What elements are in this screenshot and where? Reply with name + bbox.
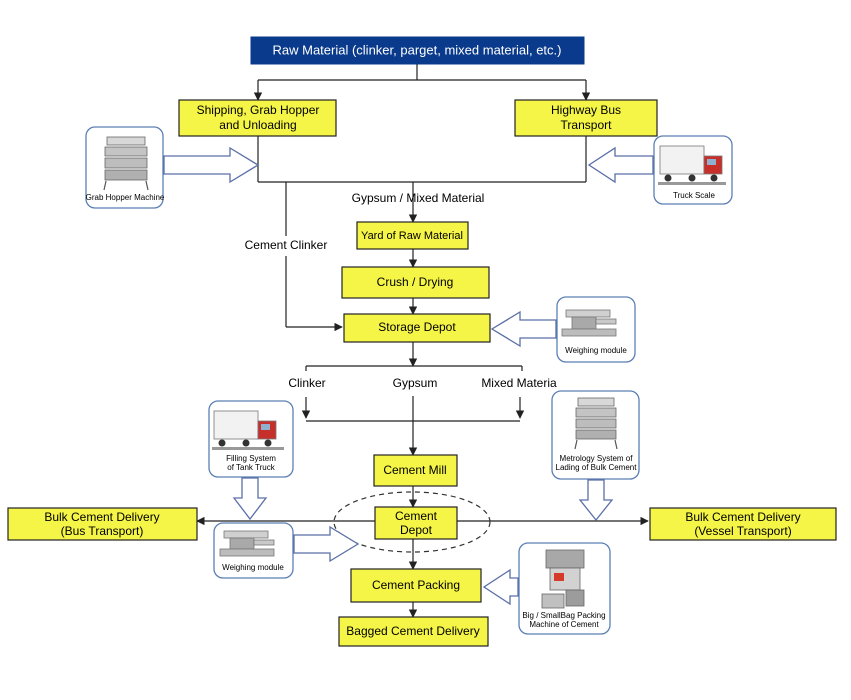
cement-packing-text: Cement Packing	[372, 578, 460, 592]
mixed-materia-label: Mixed Materia	[481, 376, 557, 390]
truck-icon	[658, 145, 726, 185]
shipping-line-1: Shipping, Grab Hopper	[197, 103, 320, 117]
fat-arrow-truck-scale	[587, 146, 654, 184]
crush-text: Crush / Drying	[377, 275, 454, 289]
tank-truck-icon	[212, 410, 284, 450]
packing-machine-card: Big / SmallBag Packing Machine of Cement	[518, 542, 611, 635]
fat-arrow-grab-hopper	[163, 146, 260, 184]
depot-highlight-ellipse	[333, 491, 491, 553]
bulk-bus-line-1: Bulk Cement Delivery	[44, 510, 159, 524]
raw-material-header-text: Raw Material (clinker, parget, mixed mat…	[273, 42, 562, 57]
metrology-card: Metrology System of Lading of Bulk Cemen…	[551, 390, 640, 480]
storage-text: Storage Depot	[378, 320, 456, 334]
cement-mill-box: Cement Mill	[373, 454, 458, 487]
connector-lines	[196, 64, 649, 618]
yard-box: Yard of Raw Material	[356, 221, 469, 250]
gypsum-label: Gypsum	[393, 376, 438, 390]
filling-system-caption-1: Filling System	[226, 454, 276, 463]
raw-material-header: Raw Material (clinker, parget, mixed mat…	[250, 36, 585, 65]
packing-machine-caption-2: Machine of Cement	[529, 620, 599, 629]
metrology-caption-2: Lading of Bulk Cement	[556, 463, 638, 472]
storage-box: Storage Depot	[343, 313, 491, 343]
weighing-module-top-caption: Weighing module	[565, 346, 627, 355]
weighing-module-bottom-card: Weighing module	[213, 522, 294, 579]
weighing-module-icon	[561, 309, 617, 337]
weighing-module-top-card: Weighing module	[556, 296, 636, 363]
filling-system-card: Filling System of Tank Truck	[208, 400, 294, 478]
cement-depot-line-1: Cement	[395, 509, 438, 523]
packing-machine-icon	[541, 549, 585, 609]
grab-hopper-card: Grab Hopper Machine	[85, 126, 165, 209]
bulk-vessel-box: Bulk Cement Delivery (Vessel Transport)	[649, 507, 837, 541]
bagged-delivery-box: Bagged Cement Delivery	[338, 616, 489, 647]
cement-depot-box: Cement Depot	[374, 506, 458, 540]
grab-hopper-icon	[103, 136, 149, 191]
highway-line-2: Transport	[561, 118, 613, 132]
gypsum-mixed-label: Gypsum / Mixed Material	[352, 191, 485, 205]
cement-depot-line-2: Depot	[400, 523, 433, 537]
bulk-bus-box: Bulk Cement Delivery (Bus Transport)	[7, 507, 198, 541]
bagged-delivery-text: Bagged Cement Delivery	[346, 624, 479, 638]
grab-hopper-caption: Grab Hopper Machine	[86, 193, 165, 202]
cement-clinker-label: Cement Clinker	[245, 238, 328, 252]
bulk-vessel-line-1: Bulk Cement Delivery	[685, 510, 800, 524]
fat-arrow-filling-system	[232, 477, 268, 521]
highway-box: Highway Bus Transport	[514, 99, 658, 137]
cement-mill-text: Cement Mill	[383, 463, 446, 477]
fat-arrow-packing-machine	[482, 568, 519, 606]
truck-scale-card: Truck Scale	[653, 135, 733, 205]
filling-system-caption-2: of Tank Truck	[227, 463, 275, 472]
metrology-caption-1: Metrology System of	[560, 454, 634, 463]
highway-line-1: Highway Bus	[551, 103, 621, 117]
crush-box: Crush / Drying	[341, 266, 490, 299]
truck-scale-caption: Truck Scale	[673, 191, 715, 200]
fat-arrow-weighing-bottom	[293, 525, 360, 563]
fat-arrow-metrology	[578, 479, 614, 522]
fat-arrow-weighing-top	[490, 310, 557, 348]
packing-machine-caption-1: Big / SmallBag Packing	[522, 611, 605, 620]
shipping-box: Shipping, Grab Hopper and Unloading	[178, 99, 337, 137]
metrology-machine-icon	[574, 397, 618, 450]
weighing-module-bottom-icon	[219, 530, 275, 557]
bulk-bus-line-2: (Bus Transport)	[61, 524, 144, 538]
cement-packing-box: Cement Packing	[350, 568, 482, 603]
clinker-label: Clinker	[288, 376, 325, 390]
bulk-vessel-line-2: (Vessel Transport)	[694, 524, 791, 538]
weighing-module-bottom-caption: Weighing module	[222, 563, 284, 572]
yard-text: Yard of Raw Material	[361, 230, 463, 242]
shipping-line-2: and Unloading	[219, 118, 296, 132]
